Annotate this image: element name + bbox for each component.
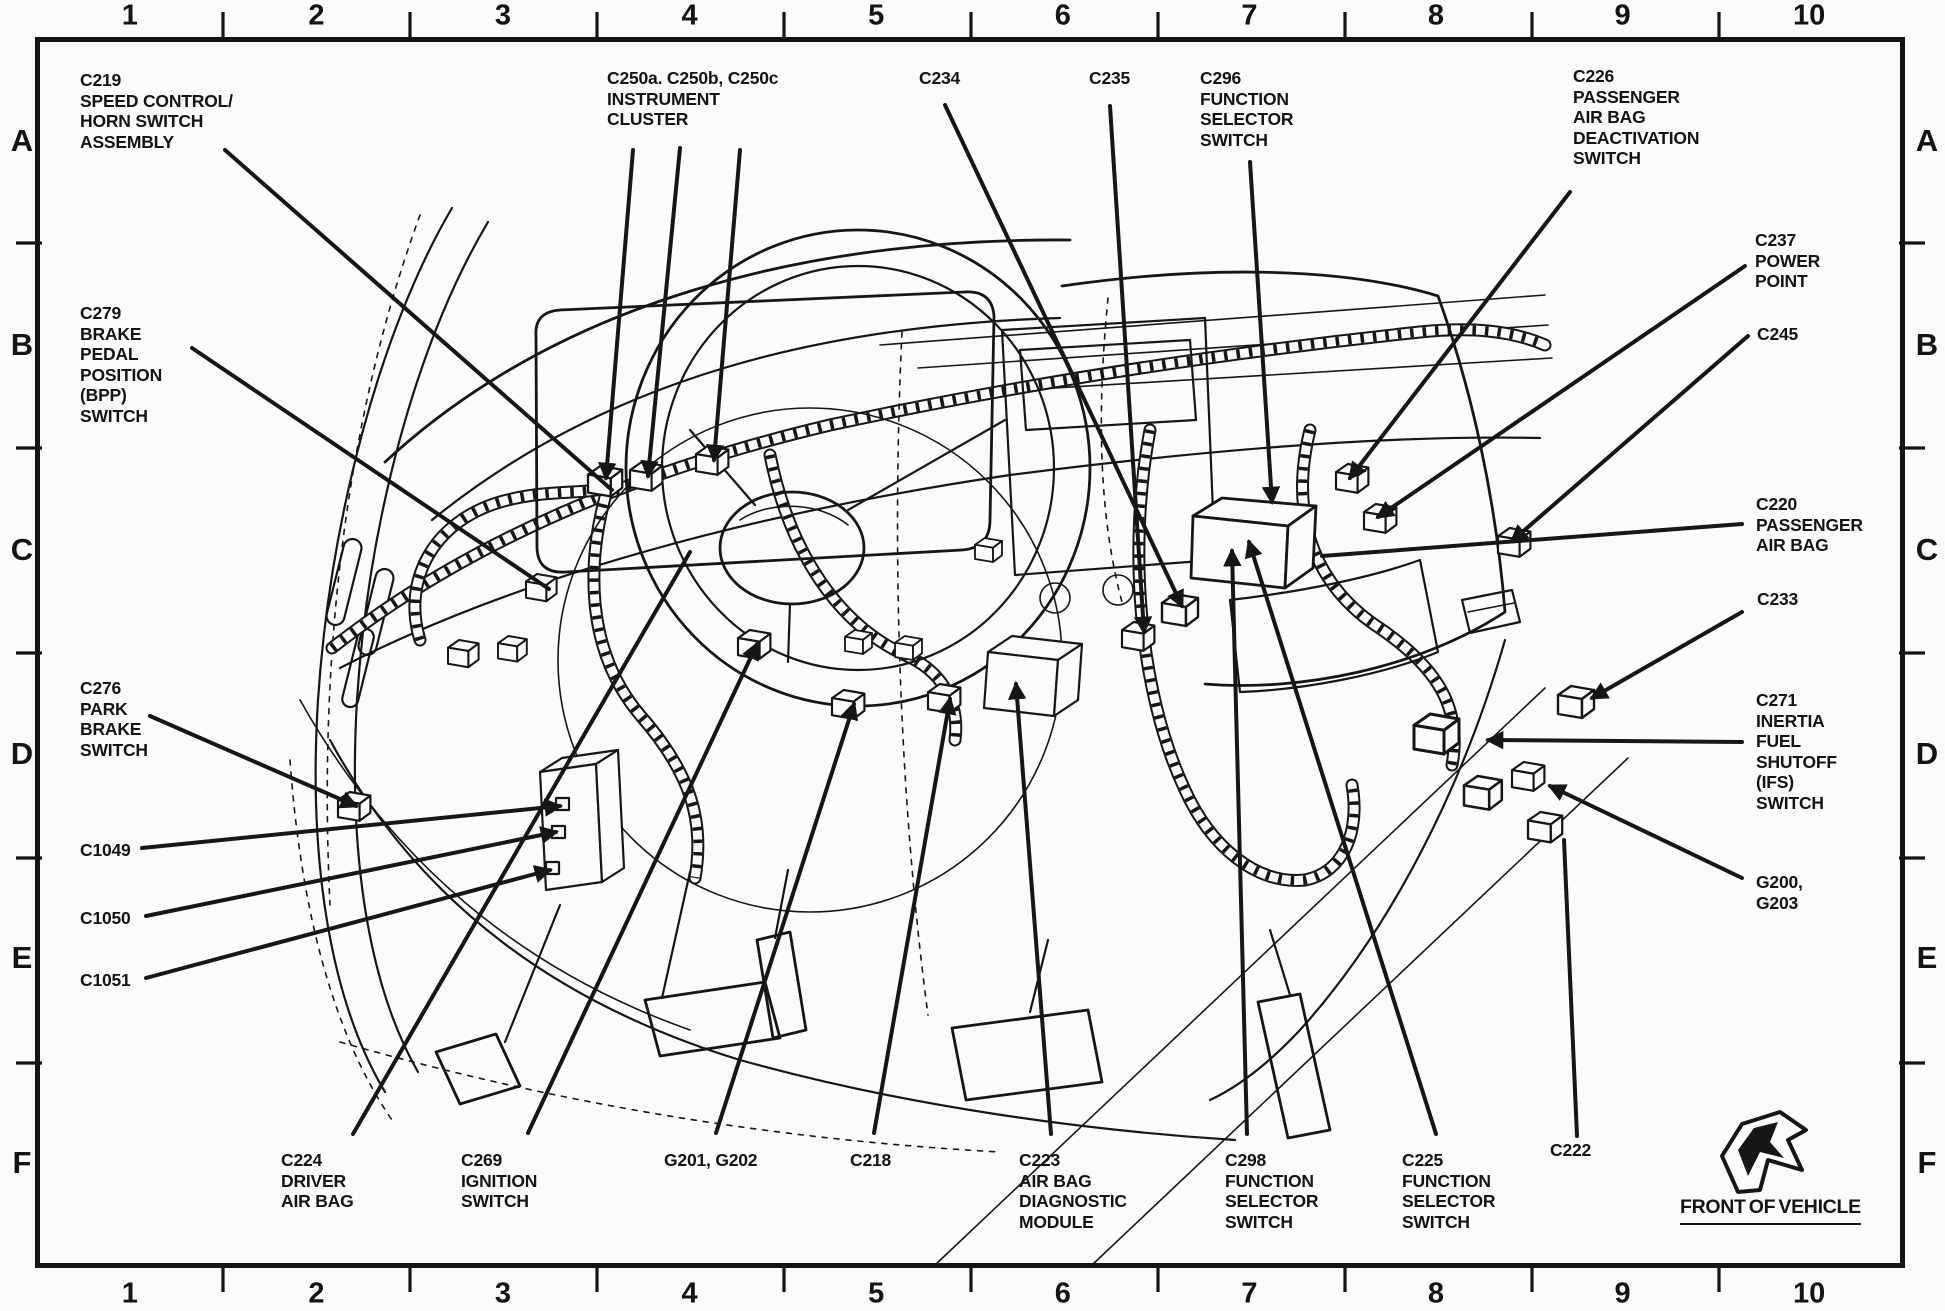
leader-lines bbox=[140, 103, 1750, 1138]
grid-col-label-top-1: 1 bbox=[121, 0, 138, 32]
callout-c276: C276 PARK BRAKE SWITCH bbox=[80, 678, 148, 760]
grid-col-label-top-2: 2 bbox=[308, 0, 325, 32]
leader-c296 bbox=[1248, 160, 1281, 506]
fuse-junction-box bbox=[538, 748, 626, 892]
instrument-cluster-outline bbox=[534, 290, 996, 574]
grid-col-label-top-7: 7 bbox=[1241, 0, 1258, 32]
grid-col-label-top-9: 9 bbox=[1614, 0, 1631, 32]
grid-row-label-left-E: E bbox=[11, 940, 33, 976]
callout-c226: C226 PASSENGER AIR BAG DEACTIVATION SWIT… bbox=[1573, 66, 1700, 168]
grid-row-label-right-E: E bbox=[1916, 940, 1938, 976]
grid-col-label-bottom-8: 8 bbox=[1427, 1277, 1445, 1310]
grid-row-label-left-F: F bbox=[12, 1144, 32, 1180]
leader-g201 bbox=[714, 701, 859, 1135]
callout-c235: C235 bbox=[1089, 68, 1131, 88]
leader-c219 bbox=[223, 148, 614, 492]
grid-row-label-right-A: A bbox=[1915, 123, 1939, 159]
leader-g200 bbox=[1547, 784, 1744, 880]
leader-c234 bbox=[943, 103, 1184, 609]
leader-c224 bbox=[351, 550, 692, 1136]
leader-c250a bbox=[598, 148, 635, 482]
leader-c1051 bbox=[144, 865, 553, 980]
leader-c233 bbox=[1589, 610, 1744, 700]
pedals bbox=[434, 868, 1332, 1140]
grid-col-label-bottom-1: 1 bbox=[121, 1277, 138, 1310]
grid-col-label-bottom-6: 6 bbox=[1054, 1277, 1071, 1310]
callout-c1051: C1051 bbox=[80, 970, 131, 990]
callout-c245: C245 bbox=[1757, 324, 1799, 344]
callout-c296: C296 FUNCTION SELECTOR SWITCH bbox=[1200, 68, 1294, 150]
grid-ticks bbox=[16, 12, 1925, 1292]
callout-c234: C234 bbox=[919, 68, 961, 88]
steering-wheel bbox=[557, 228, 1092, 913]
callout-c279: C279 BRAKE PEDAL POSITION (BPP) SWITCH bbox=[80, 303, 163, 426]
grid-row-label-left-C: C bbox=[10, 531, 34, 567]
leader-c1049 bbox=[140, 798, 564, 850]
callout-c269: C269 IGNITION SWITCH bbox=[461, 1150, 538, 1211]
grid-col-label-top-3: 3 bbox=[494, 0, 512, 32]
callout-c224: C224 DRIVER AIR BAG bbox=[281, 1150, 354, 1211]
leader-c250b bbox=[640, 146, 682, 480]
grid-col-label-bottom-7: 7 bbox=[1241, 1277, 1258, 1310]
callout-c220: C220 PASSENGER AIR BAG bbox=[1756, 494, 1863, 555]
leader-c226 bbox=[1348, 190, 1572, 481]
leader-c223 bbox=[1008, 680, 1053, 1136]
callout-g200: G200, G203 bbox=[1756, 872, 1803, 913]
grid-row-label-left-A: A bbox=[10, 123, 34, 159]
callout-g201: G201, G202 bbox=[664, 1150, 758, 1170]
leader-c220 bbox=[1320, 522, 1744, 558]
grid-col-label-bottom-9: 9 bbox=[1614, 1277, 1631, 1310]
callout-c1049: C1049 bbox=[80, 840, 131, 860]
leader-c218 bbox=[872, 695, 957, 1135]
grid-row-label-right-D: D bbox=[1915, 736, 1939, 772]
callout-c222: C222 bbox=[1550, 1140, 1592, 1160]
leader-c245 bbox=[1509, 334, 1750, 544]
grid-row-label-right-F: F bbox=[1917, 1144, 1937, 1180]
function-selector-switch-block bbox=[1189, 496, 1318, 590]
callout-c250: C250a. C250b, C250c INSTRUMENT CLUSTER bbox=[607, 68, 779, 129]
leader-c235 bbox=[1108, 104, 1153, 636]
wiring-harness-ribbons bbox=[332, 330, 1545, 881]
leader-c1050 bbox=[144, 826, 560, 918]
leader-c279 bbox=[190, 346, 551, 591]
front-of-vehicle-arrow-icon bbox=[1720, 1110, 1808, 1194]
front-of-vehicle-label: FRONT OF VEHICLE bbox=[1680, 1196, 1861, 1225]
air-bag-diagnostic-module bbox=[982, 634, 1084, 718]
grid-col-label-top-4: 4 bbox=[681, 0, 698, 32]
callout-c237: C237 POWER POINT bbox=[1755, 230, 1821, 291]
grid-col-label-bottom-2: 2 bbox=[308, 1277, 325, 1310]
callout-c1050: C1050 bbox=[80, 908, 131, 928]
callout-c298: C298 FUNCTION SELECTOR SWITCH bbox=[1225, 1150, 1319, 1232]
grid-row-label-right-B: B bbox=[1915, 327, 1939, 363]
grid-col-label-top-6: 6 bbox=[1054, 0, 1071, 32]
leader-c222 bbox=[1562, 838, 1579, 1138]
grid-row-label-left-B: B bbox=[10, 327, 34, 363]
grid-col-label-bottom-5: 5 bbox=[868, 1277, 885, 1310]
grid-frame bbox=[16, 12, 1925, 1292]
grid-col-label-top-5: 5 bbox=[868, 0, 885, 32]
leader-c298 bbox=[1223, 547, 1249, 1136]
grid-col-label-bottom-3: 3 bbox=[494, 1277, 512, 1310]
grid-row-label-left-D: D bbox=[10, 736, 34, 772]
leader-c225 bbox=[1244, 539, 1438, 1136]
grid-col-label-top-10: 10 bbox=[1793, 0, 1826, 32]
callout-c225: C225 FUNCTION SELECTOR SWITCH bbox=[1402, 1150, 1496, 1232]
grid-col-label-bottom-4: 4 bbox=[681, 1277, 698, 1310]
leader-c271 bbox=[1484, 730, 1744, 750]
grid-col-label-top-8: 8 bbox=[1427, 0, 1445, 32]
leader-c237 bbox=[1375, 264, 1747, 519]
callout-c223: C223 AIR BAG DIAGNOSTIC MODULE bbox=[1019, 1150, 1127, 1232]
grid-col-label-bottom-10: 10 bbox=[1793, 1277, 1826, 1310]
leader-c250c bbox=[706, 148, 742, 464]
leader-c269 bbox=[526, 641, 759, 1135]
callout-c218: C218 bbox=[850, 1150, 892, 1170]
callout-c271: C271 INERTIA FUEL SHUTOFF (IFS) SWITCH bbox=[1756, 690, 1837, 813]
callout-c233: C233 bbox=[1757, 589, 1799, 609]
callout-c219: C219 SPEED CONTROL/ HORN SWITCH ASSEMBLY bbox=[80, 70, 233, 152]
leader-c276 bbox=[148, 714, 359, 809]
grid-row-label-right-C: C bbox=[1915, 531, 1939, 567]
